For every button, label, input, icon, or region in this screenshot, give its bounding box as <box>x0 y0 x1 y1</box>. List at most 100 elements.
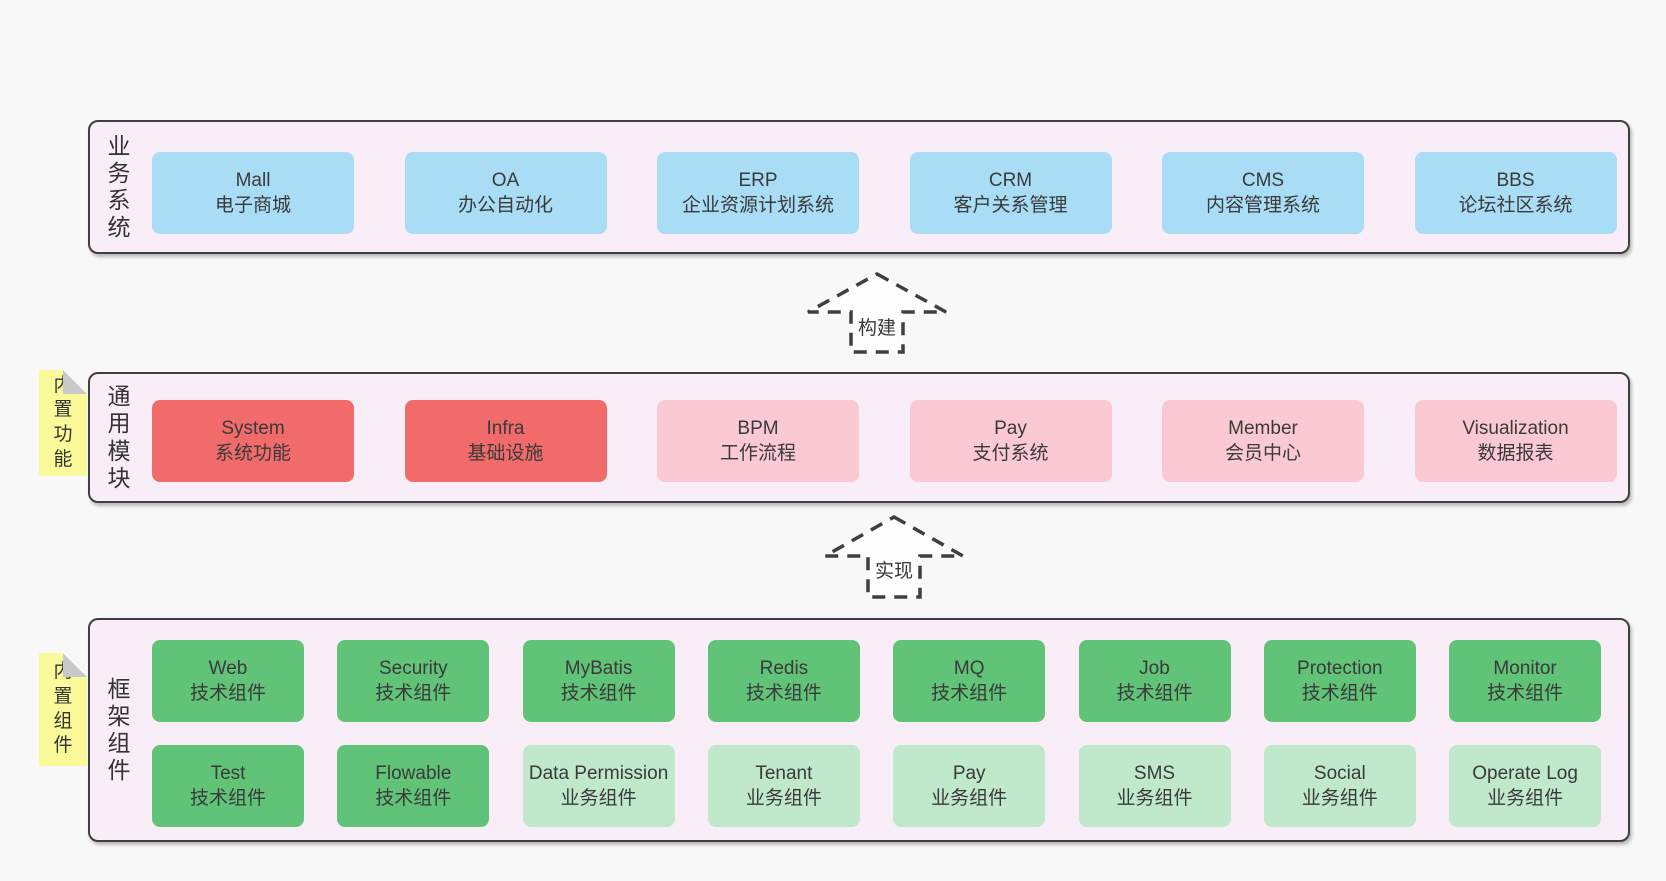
box-title-cn: 数据报表 <box>1477 443 1554 464</box>
box-crm: CRM 客户关系管理 <box>909 152 1112 234</box>
box-title-cn: 内容管理系统 <box>1205 195 1320 216</box>
box-title-en: Test <box>210 762 246 784</box>
box-title-en: BBS <box>1496 169 1535 191</box>
box-title-en: Visualization <box>1462 417 1569 439</box>
box-system: System 系统功能 <box>152 400 354 482</box>
box-title-en: Job <box>1139 657 1170 679</box>
box-job: Job 技术组件 <box>1078 640 1231 722</box>
box-erp: ERP 企业资源计划系统 <box>657 152 859 234</box>
box-title-en: ERP <box>738 169 778 191</box>
band-components-boxes: Web 技术组件 Security 技术组件 MyBatis 技术组件 Redi… <box>90 620 1628 840</box>
box-test: Test 技术组件 <box>152 745 304 827</box>
box-title-cn: 业务组件 <box>1487 788 1564 809</box>
band-label-framework-components: 框 架 组 件 <box>107 675 131 784</box>
box-title-en: Security <box>378 657 448 679</box>
box-title-cn: 电子商城 <box>214 195 291 216</box>
band-label-business-systems: 业 务 系 统 <box>107 132 131 241</box>
box-title-en: Pay <box>952 762 986 784</box>
box-title-cn: 技术组件 <box>1301 683 1378 704</box>
box-title-cn: 技术组件 <box>1487 683 1564 704</box>
box-tenant: Tenant 业务组件 <box>707 745 860 827</box>
box-title-cn: 支付系统 <box>972 443 1049 464</box>
band-label-common-modules: 通 用 模 块 <box>107 383 131 491</box>
box-title-en: Social <box>1313 762 1366 784</box>
box-title-cn: 业务组件 <box>560 788 637 809</box>
box-title-en: Pay <box>994 417 1027 439</box>
box-infra: Infra 基础设施 <box>404 400 607 482</box>
box-title-cn: 业务组件 <box>1301 788 1378 809</box>
dashed-up-arrow-icon <box>807 272 947 354</box>
box-redis: Redis 技术组件 <box>707 640 860 722</box>
band-modules-boxes: System 系统功能 Infra 基础设施 BPM 工作流程 Pay 支付系统… <box>90 374 1628 501</box>
box-title-en: Mall <box>235 169 271 191</box>
box-title-en: CRM <box>988 169 1033 191</box>
box-title-en: Infra <box>486 417 525 439</box>
box-title-en: Protection <box>1297 657 1383 679</box>
box-pay: Pay 支付系统 <box>909 400 1112 482</box>
arrow-implement-label: 实现 <box>874 561 914 582</box>
box-title-en: MyBatis <box>564 657 633 679</box>
box-title-cn: 企业资源计划系统 <box>681 195 834 216</box>
box-title-cn: 系统功能 <box>214 443 291 464</box>
box-monitor: Monitor 技术组件 <box>1449 640 1602 722</box>
box-title-cn: 业务组件 <box>745 788 822 809</box>
box-title-cn: 论坛社区系统 <box>1458 195 1573 216</box>
box-data-permission: Data Permission 业务组件 <box>522 745 675 827</box>
box-title-en: MQ <box>953 657 985 679</box>
box-operate-log: Operate Log 业务组件 <box>1449 745 1602 827</box>
dashed-up-arrow-icon <box>822 514 966 599</box>
box-flowable: Flowable 技术组件 <box>337 745 490 827</box>
box-title-en: BPM <box>737 417 779 439</box>
box-title-cn: 技术组件 <box>1116 683 1193 704</box>
box-sms: SMS 业务组件 <box>1078 745 1231 827</box>
box-title-en: SMS <box>1133 762 1176 784</box>
box-protection: Protection 技术组件 <box>1263 640 1416 722</box>
band-framework-components: 框 架 组 件 Web 技术组件 Security 技术组件 MyBatis 技… <box>88 618 1630 842</box>
box-title-cn: 技术组件 <box>189 788 266 809</box>
box-pay: Pay 业务组件 <box>893 745 1046 827</box>
box-visualization: Visualization 数据报表 <box>1414 400 1617 482</box>
box-title-en: OA <box>491 169 520 191</box>
box-title-en: CMS <box>1241 169 1285 191</box>
box-cms: CMS 内容管理系统 <box>1162 152 1364 234</box>
box-title-cn: 会员中心 <box>1224 443 1301 464</box>
band-business-boxes: Mall 电子商城 OA 办公自动化 ERP 企业资源计划系统 CRM 客户关系… <box>90 122 1628 252</box>
box-social: Social 业务组件 <box>1263 745 1416 827</box>
box-title-cn: 业务组件 <box>1116 788 1193 809</box>
box-mq: MQ 技术组件 <box>893 640 1046 722</box>
box-title-en: Redis <box>759 657 809 679</box>
box-title-en: System <box>221 417 285 439</box>
box-security: Security 技术组件 <box>337 640 490 722</box>
box-title-en: Data Permission <box>528 762 669 784</box>
box-title-cn: 技术组件 <box>375 683 452 704</box>
box-member: Member 会员中心 <box>1162 400 1364 482</box>
box-bpm: BPM 工作流程 <box>657 400 859 482</box>
box-title-cn: 办公自动化 <box>457 195 553 216</box>
box-title-en: Operate Log <box>1472 762 1578 784</box>
sticky-note-built-in-components: 内 置 组 件 <box>39 653 87 766</box>
box-mall: Mall 电子商城 <box>152 152 354 234</box>
box-title-cn: 技术组件 <box>745 683 822 704</box>
box-title-cn: 客户关系管理 <box>953 195 1068 216</box>
box-title-cn: 业务组件 <box>931 788 1008 809</box>
box-title-cn: 技术组件 <box>931 683 1008 704</box>
box-title-cn: 技术组件 <box>375 788 452 809</box>
box-title-cn: 技术组件 <box>189 683 266 704</box>
sticky-note-built-in-features: 内 置 功 能 <box>39 370 87 476</box>
box-title-en: Monitor <box>1493 657 1557 679</box>
box-title-cn: 基础设施 <box>467 443 544 464</box>
band-business-systems: 业 务 系 统 Mall 电子商城 OA 办公自动化 ERP 企业资源计划系统 … <box>88 120 1630 254</box>
box-title-en: Flowable <box>375 762 452 784</box>
box-oa: OA 办公自动化 <box>404 152 607 234</box>
box-web: Web 技术组件 <box>152 640 304 722</box>
box-mybatis: MyBatis 技术组件 <box>522 640 675 722</box>
box-title-en: Member <box>1228 417 1298 439</box>
box-title-cn: 工作流程 <box>719 443 796 464</box>
band-common-modules: 通 用 模 块 System 系统功能 Infra 基础设施 BPM 工作流程 … <box>88 372 1630 503</box>
box-title-cn: 技术组件 <box>560 683 637 704</box>
arrow-build: 构建 <box>805 271 949 355</box>
box-title-en: Web <box>208 657 248 679</box>
box-title-en: Tenant <box>755 762 813 784</box>
box-bbs: BBS 论坛社区系统 <box>1414 152 1617 234</box>
